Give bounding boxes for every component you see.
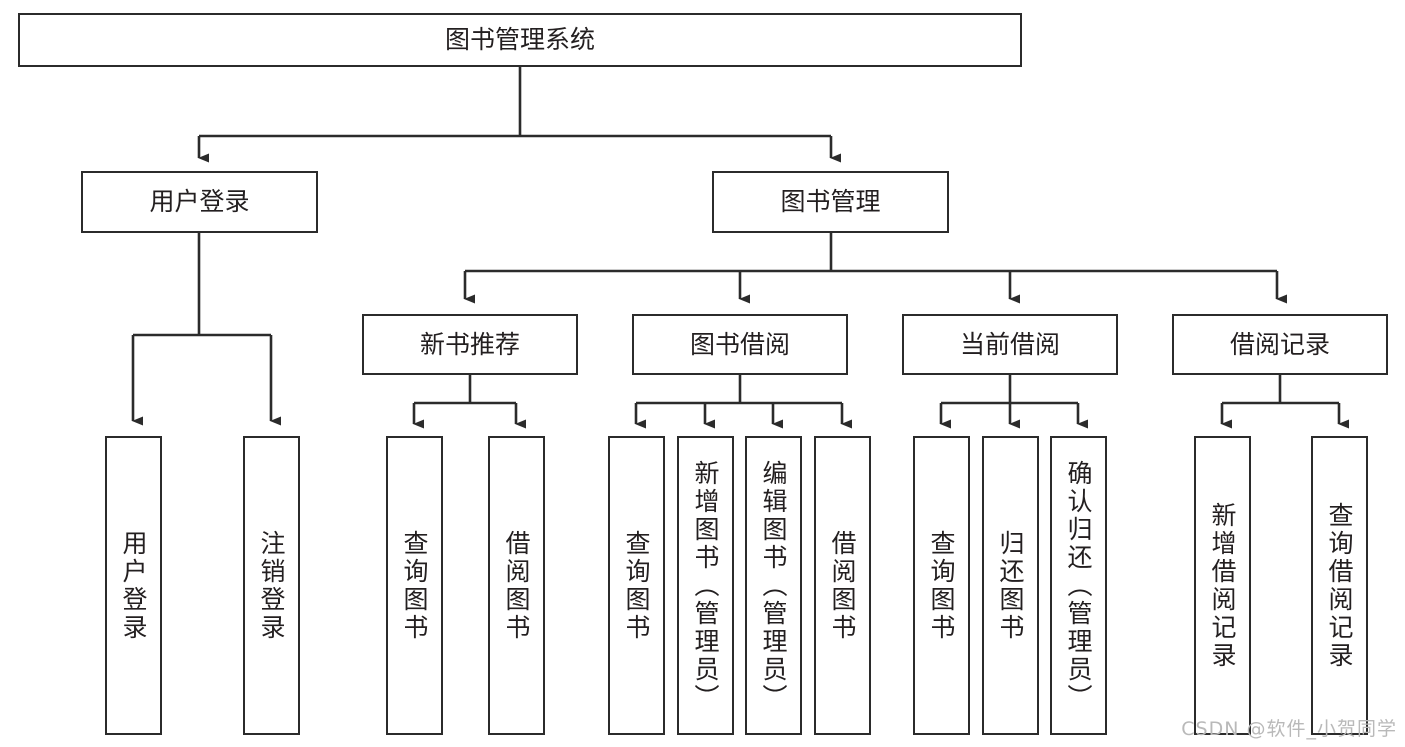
node-current-borrow[interactable]: 当前借阅 [902,314,1118,375]
leaf-user-login-label: 用户登录 [119,529,148,642]
node-current-borrow-label: 当前借阅 [959,329,1060,359]
leaf-add-borrow-record-label: 新增借阅记录 [1208,501,1237,670]
leaf-confirm-return-admin[interactable]: 确认归还（管理员） [1050,436,1107,735]
node-borrow-record[interactable]: 借阅记录 [1172,314,1388,375]
leaf-logout[interactable]: 注销登录 [243,436,300,735]
leaf-query-book-current[interactable]: 查询图书 [913,436,970,735]
leaf-confirm-return-admin-label: 确认归还（管理员） [1064,459,1093,712]
leaf-add-book-admin-label: 新增图书（管理员） [691,459,720,712]
leaf-return-book[interactable]: 归还图书 [982,436,1039,735]
leaf-logout-label: 注销登录 [257,529,286,642]
leaf-borrow-book-label: 借阅图书 [828,529,857,642]
node-root[interactable]: 图书管理系统 [18,13,1022,67]
node-book-management-label: 图书管理 [780,187,881,216]
leaf-return-book-label: 归还图书 [996,529,1025,642]
leaf-borrow-book-recommend-label: 借阅图书 [502,529,531,642]
leaf-query-book[interactable]: 查询图书 [608,436,665,735]
node-borrow-record-label: 借阅记录 [1229,329,1330,359]
leaf-borrow-book-recommend[interactable]: 借阅图书 [488,436,545,735]
node-root-label: 图书管理系统 [444,25,595,54]
leaf-add-borrow-record[interactable]: 新增借阅记录 [1194,436,1251,735]
watermark: CSDN @软件_小贺同学 [1181,718,1397,740]
leaf-borrow-book[interactable]: 借阅图书 [814,436,871,735]
leaf-query-borrow-record[interactable]: 查询借阅记录 [1311,436,1368,735]
leaf-user-login[interactable]: 用户登录 [105,436,162,735]
node-new-book-recommend[interactable]: 新书推荐 [362,314,578,375]
leaf-query-book-label: 查询图书 [622,529,651,642]
leaf-query-book-current-label: 查询图书 [927,529,956,642]
node-new-book-recommend-label: 新书推荐 [419,329,520,359]
node-user-login-label: 用户登录 [149,187,250,216]
node-book-borrow[interactable]: 图书借阅 [632,314,848,375]
leaf-query-borrow-record-label: 查询借阅记录 [1325,501,1354,670]
node-book-management[interactable]: 图书管理 [712,171,949,233]
leaf-query-book-recommend-label: 查询图书 [400,529,429,642]
node-book-borrow-label: 图书借阅 [689,329,790,359]
leaf-query-book-recommend[interactable]: 查询图书 [386,436,443,735]
leaf-add-book-admin[interactable]: 新增图书（管理员） [677,436,734,735]
leaf-edit-book-admin-label: 编辑图书（管理员） [759,459,788,712]
node-user-login[interactable]: 用户登录 [81,171,318,233]
leaf-edit-book-admin[interactable]: 编辑图书（管理员） [745,436,802,735]
